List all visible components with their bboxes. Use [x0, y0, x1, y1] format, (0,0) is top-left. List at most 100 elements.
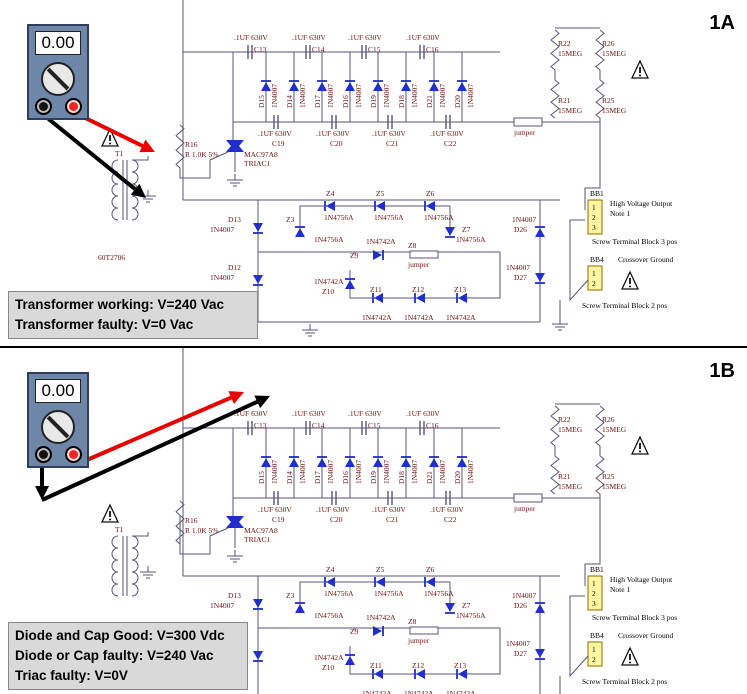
note-line: Triac faulty: V=0V: [15, 668, 128, 683]
transformer-coil: [131, 559, 139, 573]
cap-value: .1UF 630V: [372, 505, 406, 514]
component-label: Z3: [286, 215, 295, 224]
meter-display: 0.00: [35, 31, 81, 55]
diode-part: 1N4007: [438, 84, 447, 108]
zener-Z6: [426, 201, 435, 211]
triac-part: MAC97A8: [244, 526, 278, 535]
zener-Z11: [374, 293, 383, 303]
warning-icon: [629, 285, 631, 288]
component-label: Z13: [454, 661, 466, 670]
resistor-value: 15MEG: [602, 49, 627, 58]
terminal-pin: 2: [592, 589, 596, 598]
diode-D14: [289, 82, 299, 91]
diode-name: D14: [285, 95, 294, 108]
component-label: Z11: [370, 661, 382, 670]
diode-part: 1N4007: [210, 273, 234, 282]
volt-jack-icon: [65, 98, 82, 115]
resistor-value: 15MEG: [602, 482, 627, 491]
zener-part: 1N4742A: [446, 313, 476, 322]
diode-D20: [457, 82, 467, 91]
component-label: Z7: [462, 601, 471, 610]
diode-D12: [253, 275, 263, 284]
resistor-value: 15MEG: [558, 482, 583, 491]
resistor-R25: [595, 455, 605, 495]
jumper-label: jumper: [513, 504, 536, 513]
zener-Z12: [416, 669, 425, 679]
resistor-R25: [595, 79, 605, 119]
diode-D13: [253, 599, 263, 608]
component-label: Z8: [408, 241, 417, 250]
jumper-label: jumper: [407, 636, 430, 645]
diode-part: 1N4007: [382, 84, 391, 108]
cap-name: C21: [386, 515, 399, 524]
component-label: Z9: [350, 627, 359, 636]
diode-D12: [253, 651, 263, 660]
diode-D16: [345, 458, 355, 467]
component-label: Z4: [326, 189, 335, 198]
cap-name: C19: [272, 515, 285, 524]
diode-D21: [429, 82, 439, 91]
zener-Z7: [445, 603, 455, 612]
triac-icon: [226, 517, 244, 528]
diode-part: 1N4007: [512, 591, 536, 600]
transformer-coil: [111, 195, 119, 209]
diode-name: D16: [341, 95, 350, 108]
component-label: Screw Terminal Block 3 pos: [592, 237, 677, 246]
zener-part: 1N4756A: [314, 235, 344, 244]
wire: [569, 595, 589, 678]
component-label: Z6: [426, 565, 435, 574]
zener-part: 1N4756A: [424, 589, 454, 598]
cap-name: C19: [272, 139, 285, 148]
triac-name: TRIAC1: [244, 159, 271, 168]
component-label: D12: [228, 263, 241, 272]
transformer-coil: [111, 547, 119, 561]
black-probe: [38, 110, 137, 191]
zener-part: 1N4742A: [366, 237, 396, 246]
component-label: D27: [514, 273, 527, 282]
cap-name: C15: [368, 421, 381, 430]
terminal-pin: 1: [592, 579, 596, 588]
terminal-block-BB4: [587, 641, 603, 667]
cap-value: .1UF 630V: [292, 409, 326, 418]
component-label: D13: [228, 591, 241, 600]
component-label: D27: [514, 649, 527, 658]
note-line: Transformer working: V=240 Vac: [15, 297, 224, 312]
diode-name: D18: [397, 471, 406, 484]
component-label: Screw Terminal Block 2 pos: [582, 301, 667, 310]
com-jack-icon: [35, 98, 52, 115]
black-probe-tip: [35, 486, 49, 500]
jumper: [513, 117, 543, 127]
resistor-R22: [550, 29, 560, 71]
jumper: [409, 626, 439, 635]
resistor-value: R 1.0K 5%: [185, 150, 219, 159]
resistor-value: 15MEG: [558, 106, 583, 115]
zener-Z4: [326, 201, 335, 211]
resistor-R21: [550, 455, 560, 495]
transformer-coil: [131, 171, 139, 185]
dial-icon: [41, 410, 75, 444]
diode-part: 1N4007: [512, 215, 536, 224]
resistor-R26: [595, 29, 605, 71]
cap-name: C13: [254, 45, 267, 54]
component-label: BB4: [590, 631, 604, 640]
diode-part: 1N4007: [326, 84, 335, 108]
component-label: Note 1: [610, 585, 630, 594]
transformer-coil: [131, 571, 139, 585]
component-label: Note 1: [610, 209, 630, 218]
component-label: High Voltage Output: [610, 199, 673, 208]
panel-label: 1A: [709, 12, 735, 34]
zener-Z3: [295, 228, 305, 237]
triac-part: MAC97A8: [244, 150, 278, 159]
cap-value: .1UF 630V: [258, 129, 292, 138]
component-label: BB1: [590, 565, 604, 574]
terminal-pin: 1: [592, 203, 596, 212]
component-label: Z12: [412, 285, 424, 294]
transformer-coil: [131, 195, 139, 209]
resistor-name: R21: [558, 96, 571, 105]
cap-name: C22: [444, 139, 457, 148]
diode-part: 1N4007: [298, 460, 307, 484]
zener-part: 1N4742A: [446, 689, 476, 694]
diode-D17: [317, 82, 327, 91]
transformer-coil: [111, 207, 119, 221]
